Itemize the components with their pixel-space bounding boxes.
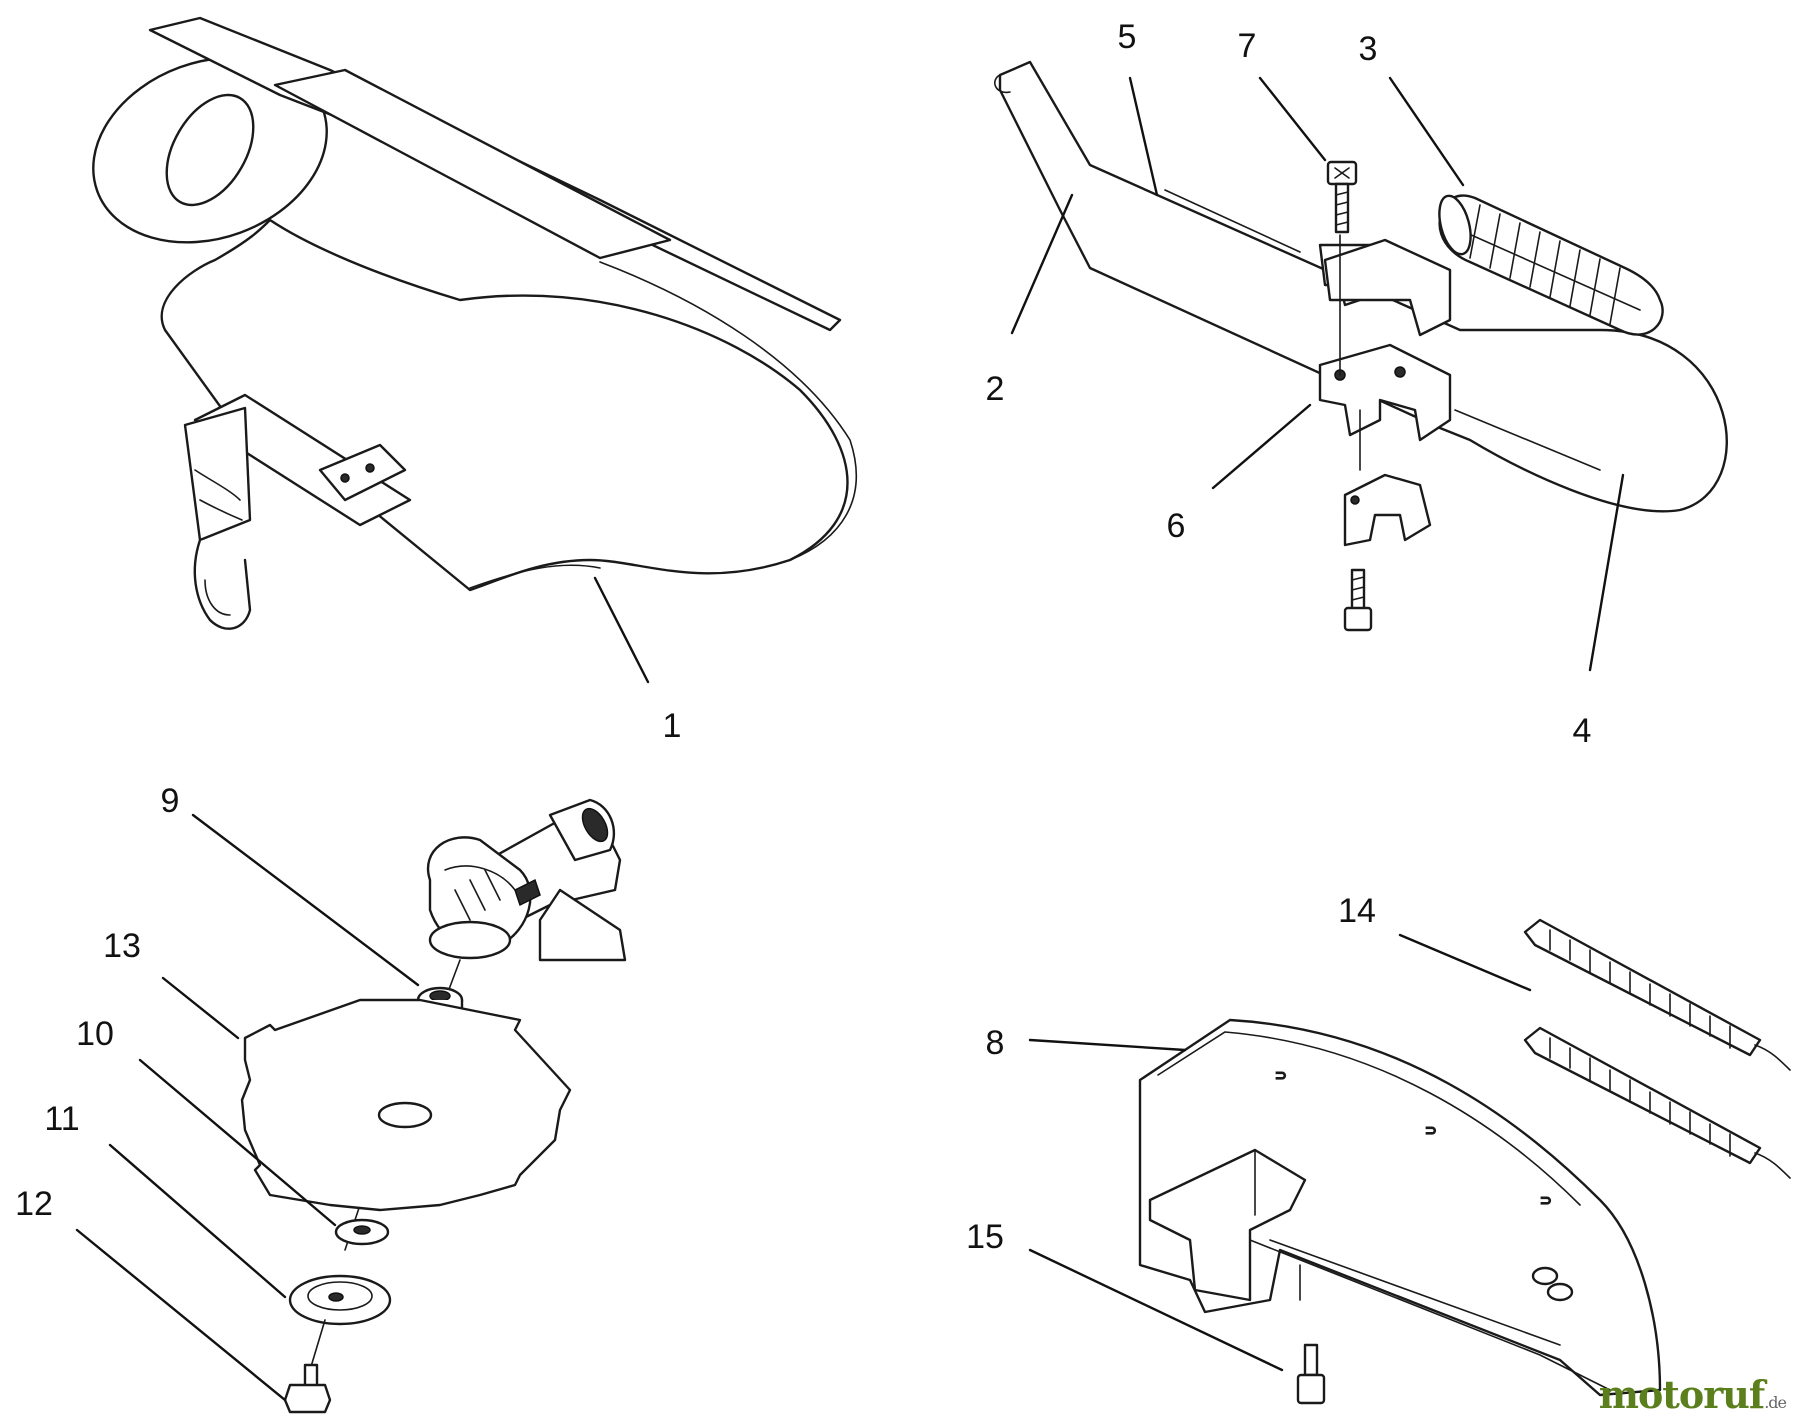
blade-assembly	[240, 798, 627, 1414]
leader-12	[75, 1228, 287, 1402]
leader-lines	[75, 76, 1625, 1402]
leader-2	[1010, 193, 1074, 335]
callout-3: 3	[1359, 30, 1378, 68]
callout-8: 8	[986, 1024, 1005, 1062]
harness-strap-plate	[318, 443, 407, 502]
watermark-suffix: .de	[1764, 1393, 1787, 1412]
callout-7: 7	[1238, 27, 1257, 65]
handle-screw-bottom	[1343, 568, 1373, 632]
svg-text:⊃: ⊃	[1425, 1122, 1437, 1138]
watermark-main: motoruf	[1598, 1372, 1765, 1417]
callout-1: 1	[663, 707, 682, 745]
callout-13: 13	[103, 927, 141, 965]
harness-shoulder-loop-inner	[165, 93, 255, 207]
shoulder-harness	[92, 16, 858, 630]
guard-strip-upper	[1523, 918, 1791, 1071]
leader-13	[161, 976, 240, 1040]
leader-6	[1211, 403, 1312, 490]
callout-6: 6	[1167, 507, 1186, 545]
svg-text:⊃: ⊃	[1540, 1192, 1552, 1208]
blade-arbor-hole	[377, 1101, 433, 1129]
harness-buckle	[183, 406, 252, 542]
callout-12: 12	[15, 1185, 53, 1223]
callout-2: 2	[986, 370, 1005, 408]
guard-assembly: ⊃ ⊃ ⊃	[1138, 918, 1791, 1405]
leader-9	[191, 813, 420, 987]
handle-clamp-lower	[1318, 343, 1452, 442]
svg-text:⊃: ⊃	[1275, 1067, 1287, 1083]
leader-1	[593, 576, 650, 684]
blade-nut	[283, 1363, 332, 1414]
handle-bar	[998, 60, 1728, 513]
guard-screw	[1296, 1343, 1326, 1405]
callout-9: 9	[161, 782, 180, 820]
callout-11: 11	[44, 1100, 79, 1138]
handle-clamp-bottom	[1343, 473, 1432, 547]
leader-4	[1588, 473, 1625, 672]
handle-clamp-top	[1323, 238, 1452, 337]
leader-8	[1028, 1038, 1187, 1052]
handle-screw-top	[1326, 160, 1358, 234]
callout-10: 10	[76, 1015, 114, 1053]
leader-15	[1028, 1248, 1284, 1372]
guard-mount	[1148, 1148, 1307, 1302]
callout-5: 5	[1118, 18, 1137, 56]
harness-hook	[193, 538, 252, 630]
blade-guard	[1138, 1018, 1662, 1397]
callout-14: 14	[1338, 892, 1376, 930]
leader-5	[1128, 76, 1159, 197]
leader-14	[1398, 933, 1532, 992]
leader-3	[1388, 76, 1465, 187]
blade-cup	[288, 1274, 392, 1326]
handle-assembly	[994, 60, 1728, 632]
harness-waist-belt	[160, 218, 849, 592]
guard-strip-lower	[1523, 1026, 1791, 1179]
leader-11	[108, 1143, 287, 1299]
harness-pad	[273, 68, 672, 260]
callout-4: 4	[1573, 712, 1592, 750]
leader-7	[1258, 76, 1327, 162]
gearhead	[426, 798, 627, 962]
callout-labels: 1 2 3 4 5 6 7 8 9 10 11 12 13 14 15	[15, 18, 1591, 1256]
leader-10	[138, 1058, 337, 1227]
watermark-logo: motoruf.de	[1598, 1372, 1787, 1417]
handle-grip	[1438, 194, 1664, 336]
callout-15: 15	[966, 1218, 1004, 1256]
blade-washer	[334, 1218, 390, 1246]
